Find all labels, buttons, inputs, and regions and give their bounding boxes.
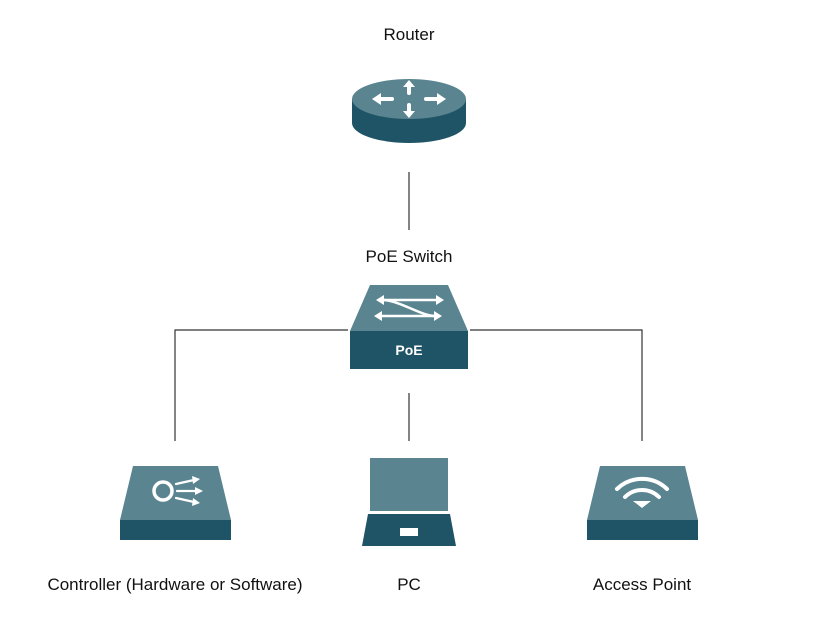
access-point-label: Access Point — [592, 575, 692, 594]
switch-ap-link — [470, 329, 643, 441]
wifi-access-point-icon — [587, 466, 698, 540]
router-label: Router — [383, 25, 435, 44]
controller-icon — [120, 466, 231, 540]
pc-label: PC — [397, 575, 421, 594]
poe-switch-label: PoE Switch — [365, 247, 453, 266]
poe-switch-icon: PoE — [350, 285, 468, 369]
switch-controller-link — [174, 329, 348, 441]
poe-badge: PoE — [395, 342, 422, 358]
connection-lines — [174, 172, 643, 441]
laptop-icon — [362, 458, 456, 546]
router-icon — [352, 79, 466, 143]
controller-label: Controller (Hardware or Software) — [47, 575, 303, 594]
